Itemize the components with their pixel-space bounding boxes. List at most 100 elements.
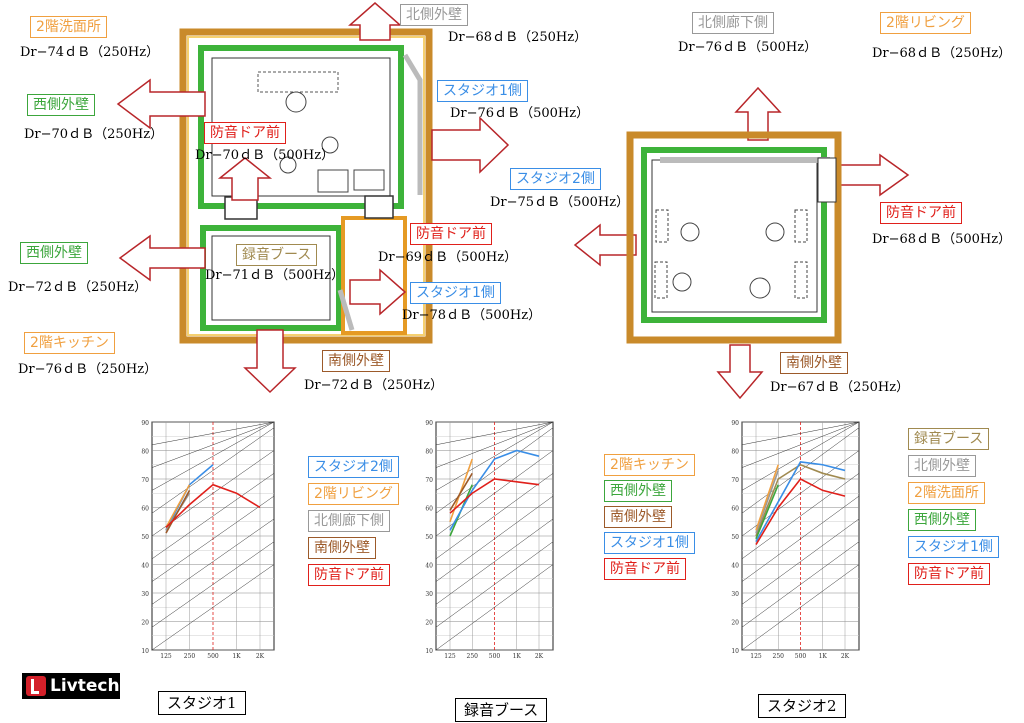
legend-entry: 北側外壁 [908, 455, 976, 477]
y-tick-label: 60 [425, 506, 433, 513]
x-tick-label: 250 [467, 653, 479, 660]
y-tick-label: 40 [731, 563, 739, 570]
livtech-logo-text: Livtech [50, 676, 120, 696]
x-tick-label: 2K [535, 653, 544, 660]
reference-curve [435, 421, 554, 491]
x-tick-label: 1K [513, 653, 522, 660]
y-tick-label: 90 [141, 420, 149, 427]
series-line [755, 484, 779, 540]
value-west-wall-1: Dr−70ｄＢ（250Hz） [24, 127, 164, 142]
reference-curve [151, 421, 275, 491]
reference-curve [741, 421, 860, 491]
series-line [449, 449, 540, 531]
reference-curve [435, 495, 554, 582]
value-studio2-side: Dr−75ｄＢ（500Hz） [490, 195, 630, 210]
label-north-corridor: 北側廊下側 [692, 12, 774, 34]
x-tick-label: 500 [207, 653, 219, 660]
legend-entry: 南側外壁 [604, 506, 672, 528]
value-door-front-3: Dr−68ｄＢ（500Hz） [872, 232, 1012, 247]
label-door-front-2: 防音ドア前 [410, 223, 492, 245]
value-booth-plan: Dr−71ｄＢ（500Hz） [205, 268, 345, 283]
series-line [165, 483, 261, 529]
y-tick-label: 70 [731, 477, 739, 484]
reference-curve [741, 541, 860, 628]
reference-curve [435, 518, 554, 605]
reference-curve [435, 564, 554, 651]
legend-entry: スタジオ1側 [604, 532, 695, 554]
x-tick-label: 250 [184, 653, 196, 660]
legend-entry: 録音ブース [908, 428, 990, 450]
value-door-front-2: Dr−69ｄＢ（500Hz） [378, 250, 518, 265]
label-studio1-side-1: スタジオ1側 [437, 80, 528, 102]
legend-entry: 防音ドア前 [308, 564, 390, 586]
value-2f-kitchen: Dr−76ｄＢ（250Hz） [18, 362, 158, 377]
y-tick-label: 30 [425, 591, 433, 598]
x-tick-label: 1K [819, 653, 828, 660]
y-tick-label: 40 [425, 563, 433, 570]
y-tick-label: 90 [731, 420, 739, 427]
reference-curve [435, 421, 554, 468]
reference-curve [741, 495, 860, 582]
y-tick-label: 80 [425, 449, 433, 456]
y-tick-label: 30 [141, 591, 149, 598]
series-line [755, 461, 846, 543]
reference-curve [741, 518, 860, 605]
legend-entry: 南側外壁 [308, 537, 376, 559]
caption-studio1: スタジオ1 [158, 691, 246, 715]
legend-entry: 防音ドア前 [908, 563, 990, 585]
x-tick-label: 500 [795, 653, 807, 660]
x-tick-label: 125 [750, 653, 762, 660]
reference-curve [435, 541, 554, 628]
reference-curve [151, 421, 275, 468]
legend-entry: 2階リビング [308, 483, 399, 505]
value-studio1-side-1: Dr−76ｄＢ（500Hz） [450, 106, 590, 121]
x-tick-label: 2K [256, 653, 265, 660]
value-studio1-side-2: Dr−78ｄＢ（500Hz） [402, 308, 542, 323]
y-tick-label: 10 [731, 648, 739, 655]
value-south-wall-2: Dr−67ｄＢ（250Hz） [770, 380, 910, 395]
x-tick-label: 125 [160, 653, 172, 660]
legend-entry: 西側外壁 [604, 480, 672, 502]
reference-curve [151, 518, 275, 605]
reference-curve [741, 427, 860, 514]
series-line [165, 490, 191, 534]
legend-entry: スタジオ1側 [908, 536, 999, 558]
livtech-logo-icon [26, 676, 46, 696]
y-tick-label: 50 [425, 534, 433, 541]
legend-entry: スタジオ2側 [308, 456, 399, 478]
label-booth-plan: 録音ブース [236, 244, 318, 266]
reference-curve [151, 421, 275, 446]
x-tick-label: 2K [841, 653, 850, 660]
label-2f-washroom: 2階洗面所 [30, 16, 107, 38]
label-studio2-side: スタジオ2側 [510, 168, 601, 190]
x-tick-label: 500 [489, 653, 501, 660]
reference-curve [741, 564, 860, 651]
reference-curve [151, 473, 275, 560]
label-door-front-1: 防音ドア前 [204, 122, 286, 144]
value-door-front-1: Dr−70ｄＢ（500Hz） [195, 148, 335, 163]
series-line [755, 463, 846, 537]
series-line [755, 477, 846, 545]
y-tick-label: 20 [425, 620, 433, 627]
reference-curve [435, 427, 554, 514]
legend-entry: 防音ドア前 [604, 558, 686, 580]
y-tick-label: 60 [141, 506, 149, 513]
reference-curve [151, 495, 275, 582]
reference-curve [151, 564, 275, 651]
label-door-front-3: 防音ドア前 [880, 202, 962, 224]
y-tick-label: 60 [731, 506, 739, 513]
label-north-wall: 北側外壁 [400, 4, 468, 26]
x-tick-label: 250 [773, 653, 785, 660]
label-south-wall-1: 南側外壁 [322, 350, 390, 372]
y-tick-label: 70 [141, 477, 149, 484]
label-west-wall-2: 西側外壁 [20, 242, 88, 264]
legend-entry: 2階洗面所 [908, 482, 985, 504]
series-line [449, 472, 473, 511]
label-2f-kitchen: 2階キッチン [24, 332, 115, 354]
legend-entry: 西側外壁 [908, 509, 976, 531]
y-tick-label: 10 [141, 648, 149, 655]
legend-entry: 2階キッチン [604, 454, 695, 476]
